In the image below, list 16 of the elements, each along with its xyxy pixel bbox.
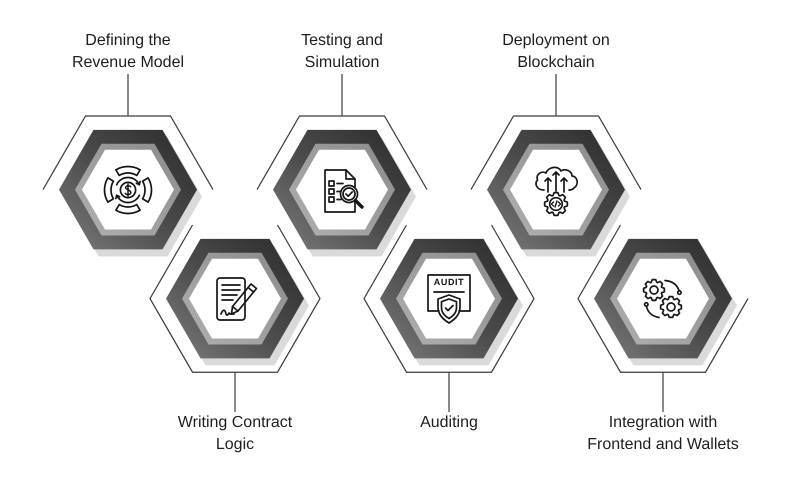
leader-line xyxy=(662,372,664,412)
leader-line xyxy=(127,74,129,116)
icon-text: AUDIT xyxy=(434,277,464,288)
step-label: Integration with Frontend and Wallets xyxy=(586,412,740,456)
step-label: Testing and Simulation xyxy=(300,30,384,74)
leader-line xyxy=(555,74,557,116)
leader-line xyxy=(448,372,450,412)
step-label: Writing Contract Logic xyxy=(177,412,293,456)
hexagon-frame xyxy=(150,225,320,373)
leader-line xyxy=(341,74,343,116)
step-label: Defining the Revenue Model xyxy=(71,30,185,74)
leader-line xyxy=(234,372,236,412)
hexagon-frame xyxy=(364,225,534,373)
step-label: Deployment on Blockchain xyxy=(502,30,610,74)
step-label: Auditing xyxy=(420,412,478,434)
hexagon-frame xyxy=(578,225,748,373)
